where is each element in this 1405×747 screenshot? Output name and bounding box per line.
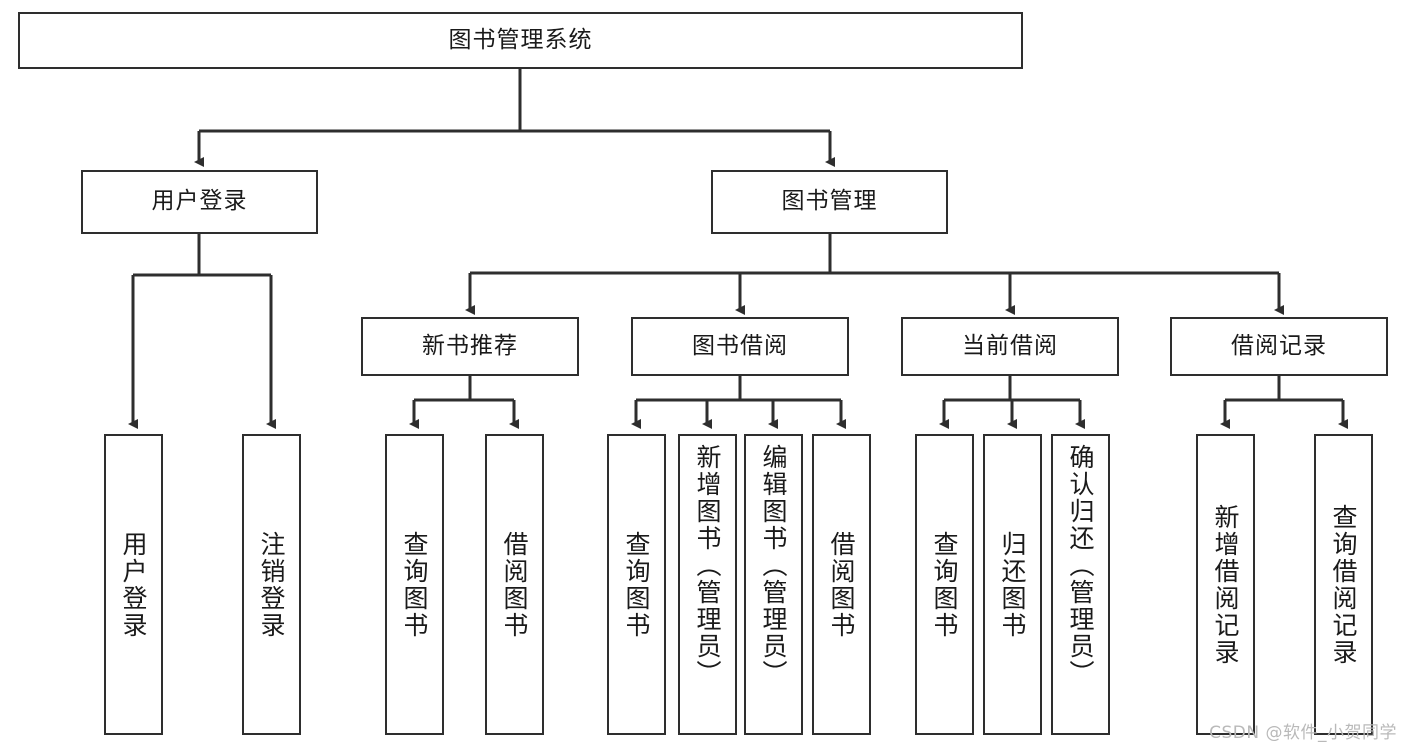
leaf-query-book-1-label: 查询图书 <box>400 530 429 639</box>
node-user-login-label: 用户登录 <box>151 188 248 215</box>
node-current-borrow[interactable]: 当前借阅 <box>901 317 1119 376</box>
leaf-add-book[interactable]: 新增图书（管理员） <box>678 434 737 735</box>
node-book-manage[interactable]: 图书管理 <box>711 170 948 234</box>
leaf-query-book-3[interactable]: 查询图书 <box>915 434 974 735</box>
leaf-query-book-3-label: 查询图书 <box>930 530 959 639</box>
leaf-user-login[interactable]: 用户登录 <box>104 434 163 735</box>
leaf-confirm-return[interactable]: 确认归还（管理员） <box>1051 434 1110 735</box>
leaf-return-book[interactable]: 归还图书 <box>983 434 1042 735</box>
node-book-manage-label: 图书管理 <box>781 188 878 215</box>
leaf-query-book-2-label: 查询图书 <box>622 530 651 639</box>
leaf-edit-book[interactable]: 编辑图书（管理员） <box>744 434 803 735</box>
leaf-borrow-book-1[interactable]: 借阅图书 <box>485 434 544 735</box>
leaf-return-book-label: 归还图书 <box>998 530 1027 639</box>
node-root-label: 图书管理系统 <box>448 26 593 53</box>
leaf-borrow-book-2-label: 借阅图书 <box>827 530 856 639</box>
csdn-watermark: CSDN @软件_小贺同学 <box>1209 723 1397 743</box>
leaf-query-record-label: 查询借阅记录 <box>1329 503 1358 666</box>
leaf-logout[interactable]: 注销登录 <box>242 434 301 735</box>
leaf-add-book-label: 新增图书（管理员） <box>693 444 722 687</box>
node-borrow-record[interactable]: 借阅记录 <box>1170 317 1388 376</box>
node-new-book-recommend-label: 新书推荐 <box>422 332 518 359</box>
node-current-borrow-label: 当前借阅 <box>962 332 1058 359</box>
leaf-query-book-2[interactable]: 查询图书 <box>607 434 666 735</box>
node-borrow-record-label: 借阅记录 <box>1231 332 1327 359</box>
leaf-add-record-label: 新增借阅记录 <box>1211 503 1240 666</box>
leaf-logout-label: 注销登录 <box>257 530 286 639</box>
leaf-borrow-book-2[interactable]: 借阅图书 <box>812 434 871 735</box>
node-user-login[interactable]: 用户登录 <box>81 170 318 234</box>
node-root[interactable]: 图书管理系统 <box>18 12 1023 69</box>
leaf-confirm-return-label: 确认归还（管理员） <box>1066 444 1095 687</box>
leaf-edit-book-label: 编辑图书（管理员） <box>759 444 788 687</box>
leaf-query-record[interactable]: 查询借阅记录 <box>1314 434 1373 735</box>
leaf-borrow-book-1-label: 借阅图书 <box>500 530 529 639</box>
leaf-add-record[interactable]: 新增借阅记录 <box>1196 434 1255 735</box>
leaf-user-login-label: 用户登录 <box>119 530 148 639</box>
node-book-borrow[interactable]: 图书借阅 <box>631 317 849 376</box>
node-new-book-recommend[interactable]: 新书推荐 <box>361 317 579 376</box>
leaf-query-book-1[interactable]: 查询图书 <box>385 434 444 735</box>
node-book-borrow-label: 图书借阅 <box>692 332 788 359</box>
